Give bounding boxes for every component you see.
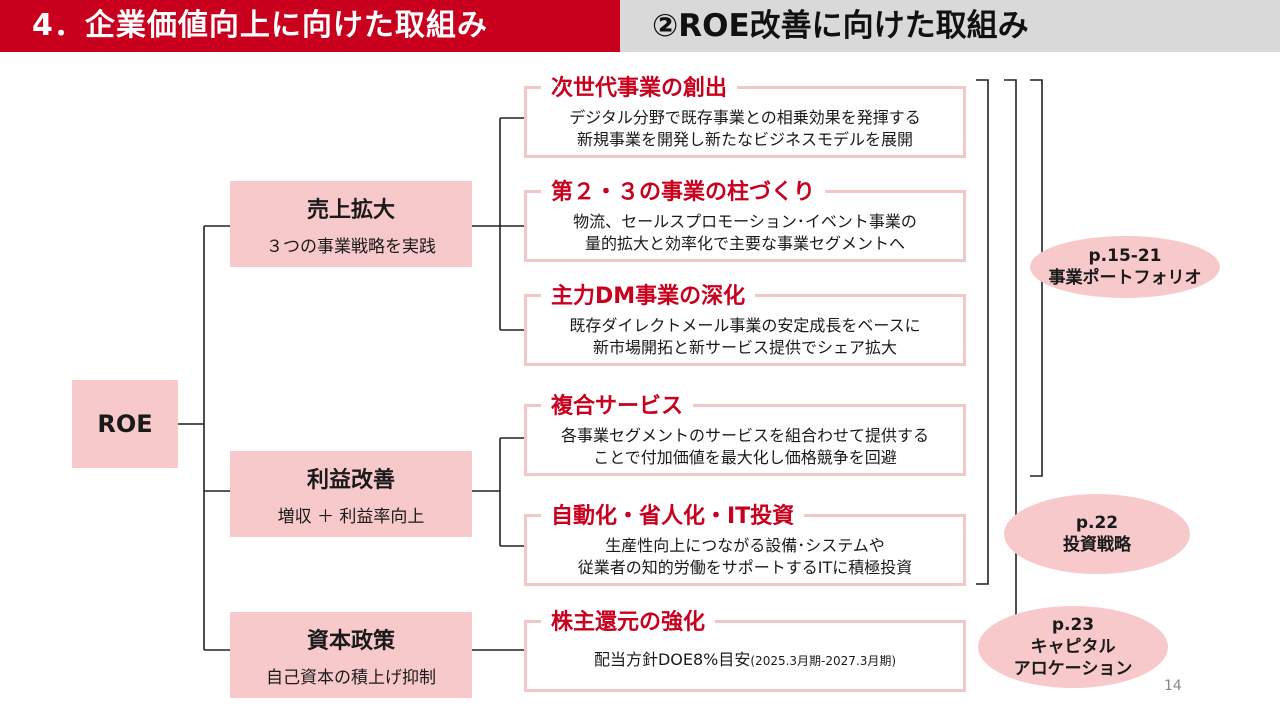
category-sub: 増収 ＋ 利益率向上 [277,506,425,527]
category-capital-policy: 資本政策 自己資本の積上げ抑制 [230,612,472,698]
item-title: 自動化・省人化・IT投資 [541,503,805,531]
ref-page: p.15-21 [1088,246,1162,266]
section-title: 4．企業価値向上に向けた取組み [0,0,620,52]
category-title: 資本政策 [306,628,395,654]
category-sub: ３つの事業戦略を実践 [266,236,436,257]
dividend-policy: 配当方針DOE8%目安 [593,650,751,669]
ref-capital-allocation: p.23 キャピタル アロケーション [978,606,1168,688]
ref-label: 事業ポートフォリオ [1048,268,1202,288]
item-composite-services: 複合サービス 各事業セグメントのサービスを組合わせて提供する ことで付加価値を最… [524,393,966,476]
roe-label: ROE [97,410,153,438]
bracket-mid [1004,79,1017,651]
item-desc-line2: 新規事業を開発し新たなビジネスモデルを展開 [576,130,913,149]
item-title: 複合サービス [541,393,694,421]
bracket-outer [976,79,989,585]
category-sub: 自己資本の積上げ抑制 [266,667,436,688]
item-desc-line1: 各事業セグメントのサービスを組合わせて提供する [560,426,929,445]
ref-label: 投資戦略 [1063,535,1131,555]
slide-subtitle: ②ROE改善に向けた取組み [620,0,1280,52]
item-desc-line2: 新市場開拓と新サービス提供でシェア拡大 [592,338,897,357]
ref-investment-strategy: p.22 投資戦略 [1004,494,1190,574]
item-title: 主力DM事業の深化 [541,283,756,311]
item-desc-line1: 物流、セールスプロモーション･イベント事業の [573,212,917,231]
item-desc-line1: 既存ダイレクトメール事業の安定成長をベースに [569,316,921,335]
ref-label-2: アロケーション [1013,659,1133,679]
item-title: 次世代事業の創出 [541,75,738,103]
category-title: 利益改善 [306,467,395,493]
ref-page: p.22 [1075,513,1119,533]
item-desc-line1: デジタル分野で既存事業との相乗効果を発揮する [569,108,921,127]
dividend-period: (2025.3月期-2027.3月期) [750,654,897,668]
item-title: 株主還元の強化 [541,609,716,637]
item-desc-line1: 生産性向上につながる設備･システムや [605,536,885,555]
item-desc-line1: 配当方針DOE8%目安(2025.3月期-2027.3月期) [527,649,963,672]
item-second-third-pillars: 第２・３の事業の柱づくり 物流、セールスプロモーション･イベント事業の 量的拡大… [524,179,966,262]
ref-business-portfolio: p.15-21 事業ポートフォリオ [1030,236,1220,298]
roe-box: ROE [72,380,178,468]
item-desc-line2: 従業者の知的労働をサポートするITに積極投資 [577,558,913,577]
ref-label: キャピタル [1030,637,1116,657]
item-next-gen-business: 次世代事業の創出 デジタル分野で既存事業との相乗効果を発揮する 新規事業を開発し… [524,75,966,158]
item-desc-line2: 量的拡大と効率化で主要な事業セグメントへ [584,234,905,253]
ref-page: p.23 [1051,615,1095,635]
category-title: 売上拡大 [306,197,395,223]
item-shareholder-returns: 株主還元の強化 配当方針DOE8%目安(2025.3月期-2027.3月期) [524,609,966,692]
item-title: 第２・３の事業の柱づくり [541,179,826,207]
item-core-dm-deepening: 主力DM事業の深化 既存ダイレクトメール事業の安定成長をベースに 新市場開拓と新… [524,283,966,366]
page-number: 14 [1164,678,1182,694]
item-desc-line2: ことで付加価値を最大化し価格競争を回避 [593,448,897,467]
category-profit-improvement: 利益改善 増収 ＋ 利益率向上 [230,451,472,537]
item-automation-it-investment: 自動化・省人化・IT投資 生産性向上につながる設備･システムや 従業者の知的労働… [524,503,966,586]
category-sales-expansion: 売上拡大 ３つの事業戦略を実践 [230,181,472,267]
